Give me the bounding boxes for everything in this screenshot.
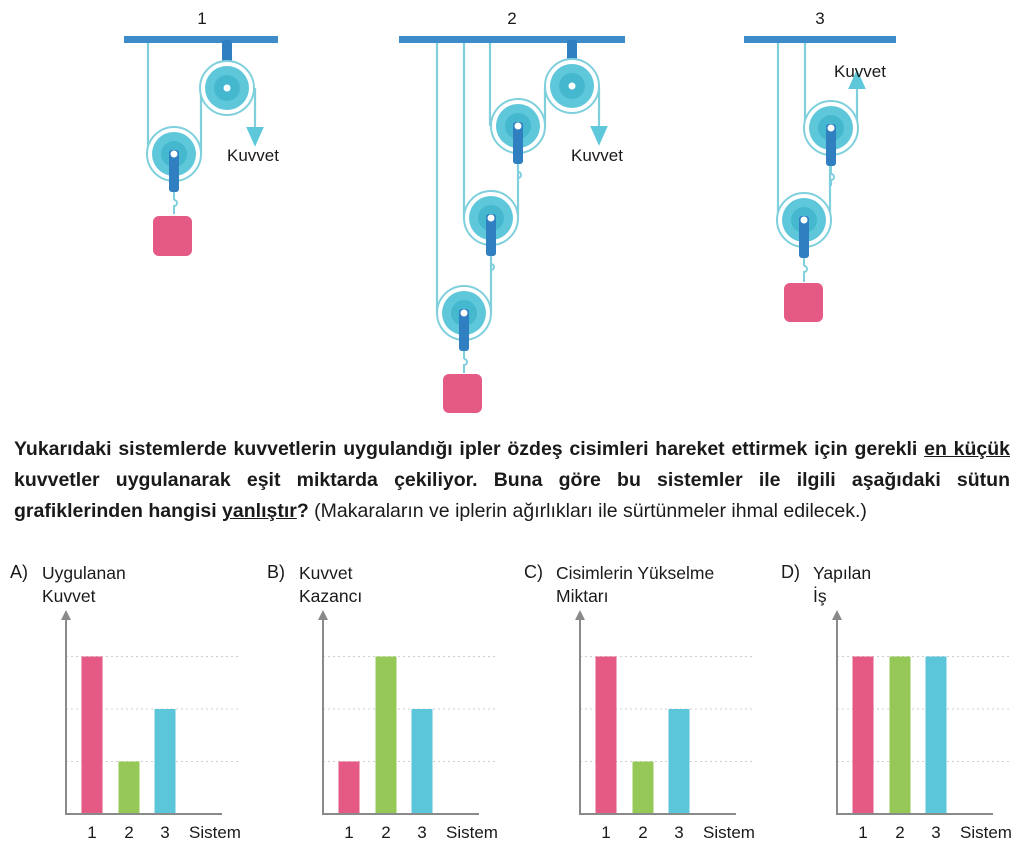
x-tick-label: 1 (601, 823, 610, 842)
x-tick-label: 3 (674, 823, 683, 842)
movable-pulley-2a (490, 98, 546, 164)
ceiling-3 (744, 36, 896, 43)
hook-3b (803, 258, 808, 282)
force-label-2: Kuvvet (571, 146, 623, 165)
x-axis-title: Sistem (703, 823, 755, 842)
hook-2b (490, 256, 495, 276)
movable-pulley-3a (803, 100, 859, 166)
option-letter: C) (524, 562, 543, 582)
x-tick-label: 1 (858, 823, 867, 842)
bar-chart-plot: 1 2 3 Sistem (575, 610, 755, 842)
x-axis-title: Sistem (446, 823, 498, 842)
option-d-chart[interactable]: 1 2 3 Sistem D) Yapılan İş (781, 558, 1021, 848)
option-letter: A) (10, 562, 28, 582)
y-axis-title: Cisimlerin Yükselme Miktarı (556, 563, 715, 606)
x-tick-label: 2 (381, 823, 390, 842)
pulley-system-1: 1 Kuvvet (124, 9, 279, 256)
x-tick-label: 3 (160, 823, 169, 842)
question-part-2: kuvvetler uygulanarak eşit miktarda çeki… (14, 469, 1010, 522)
bar-system-2 (632, 761, 654, 814)
option-a-chart[interactable]: 1 2 3 Sistem A) Uygulanan Kuvvet (10, 558, 250, 848)
y-axis-title: Kuvvet Kazancı (299, 563, 363, 606)
y-axis-arrowhead (61, 610, 71, 620)
y-axis-title: Uygulanan Kuvvet (42, 563, 126, 606)
x-tick-label: 2 (124, 823, 133, 842)
option-letter: D) (781, 562, 800, 582)
bar-system-1 (852, 656, 874, 814)
pulley-systems-diagram: 1 Kuvvet 2 (124, 9, 896, 413)
question-emphasis-wrong: yanlıştır (222, 500, 297, 522)
hook-1 (173, 192, 178, 214)
hook-2c (463, 351, 468, 373)
bar-system-3 (925, 656, 947, 814)
bar-system-1 (338, 761, 360, 814)
bar-system-1 (81, 656, 103, 814)
force-label-3: Kuvvet (834, 62, 886, 81)
ropes-1 (146, 43, 264, 154)
load-3 (784, 283, 823, 322)
hook-3a (830, 166, 835, 186)
bar-system-2 (375, 656, 397, 814)
bar-chart-plot: 1 2 3 Sistem (61, 610, 241, 842)
question-note: (Makaraların ve iplerin ağırlıkları ile … (308, 500, 867, 522)
bar-system-1 (595, 656, 617, 814)
y-axis-arrowhead (832, 610, 842, 620)
y-axis-arrowhead (575, 610, 585, 620)
bar-chart-plot: 1 2 3 Sistem (318, 610, 498, 842)
force-label-1: Kuvvet (227, 146, 279, 165)
x-tick-label: 3 (417, 823, 426, 842)
y-axis-arrowhead (318, 610, 328, 620)
question-mark: ? (296, 500, 309, 522)
movable-pulley-2b (463, 190, 519, 256)
option-letter: B) (267, 562, 285, 582)
x-tick-label: 1 (344, 823, 353, 842)
x-tick-label: 2 (895, 823, 904, 842)
fixed-pulley-2 (544, 58, 600, 114)
x-tick-label: 3 (931, 823, 940, 842)
x-tick-label: 1 (87, 823, 96, 842)
x-axis-title: Sistem (189, 823, 241, 842)
load-2 (443, 374, 482, 413)
hook-2a (517, 164, 522, 184)
question-text: Yukarıdaki sistemlerde kuvvetlerin uygul… (14, 434, 1010, 527)
y-axis-title: Yapılan İş (813, 563, 872, 606)
pulley-system-3: 3 Kuvvet (744, 9, 896, 322)
system-label-2: 2 (507, 9, 516, 28)
movable-pulley-1 (146, 126, 202, 192)
question-part-1: Yukarıdaki sistemlerde kuvvetlerin uygul… (14, 438, 925, 460)
pulley-system-2: 2 (399, 9, 625, 413)
fixed-pulley-1 (199, 60, 255, 116)
bar-system-2 (118, 761, 140, 814)
bar-system-2 (889, 656, 911, 814)
ceiling-2 (399, 36, 625, 43)
x-tick-label: 2 (638, 823, 647, 842)
movable-pulley-2c (436, 285, 492, 351)
bar-system-3 (411, 709, 433, 814)
bar-chart-plot: 1 2 3 Sistem (832, 610, 1012, 842)
system-label-1: 1 (197, 9, 206, 28)
x-axis-title: Sistem (960, 823, 1012, 842)
movable-pulley-3b (776, 192, 832, 258)
bar-system-3 (668, 709, 690, 814)
load-1 (153, 216, 192, 256)
question-emphasis-smallest: en küçük (924, 438, 1010, 460)
system-label-3: 3 (815, 9, 824, 28)
bar-system-3 (154, 709, 176, 814)
ceiling-1 (124, 36, 278, 43)
option-c-chart[interactable]: 1 2 3 Sistem C) Cisimlerin Yükselme Miktarı (524, 558, 764, 848)
option-b-chart[interactable]: 1 2 3 Sistem B) Kuvvet Kazancı (267, 558, 507, 848)
